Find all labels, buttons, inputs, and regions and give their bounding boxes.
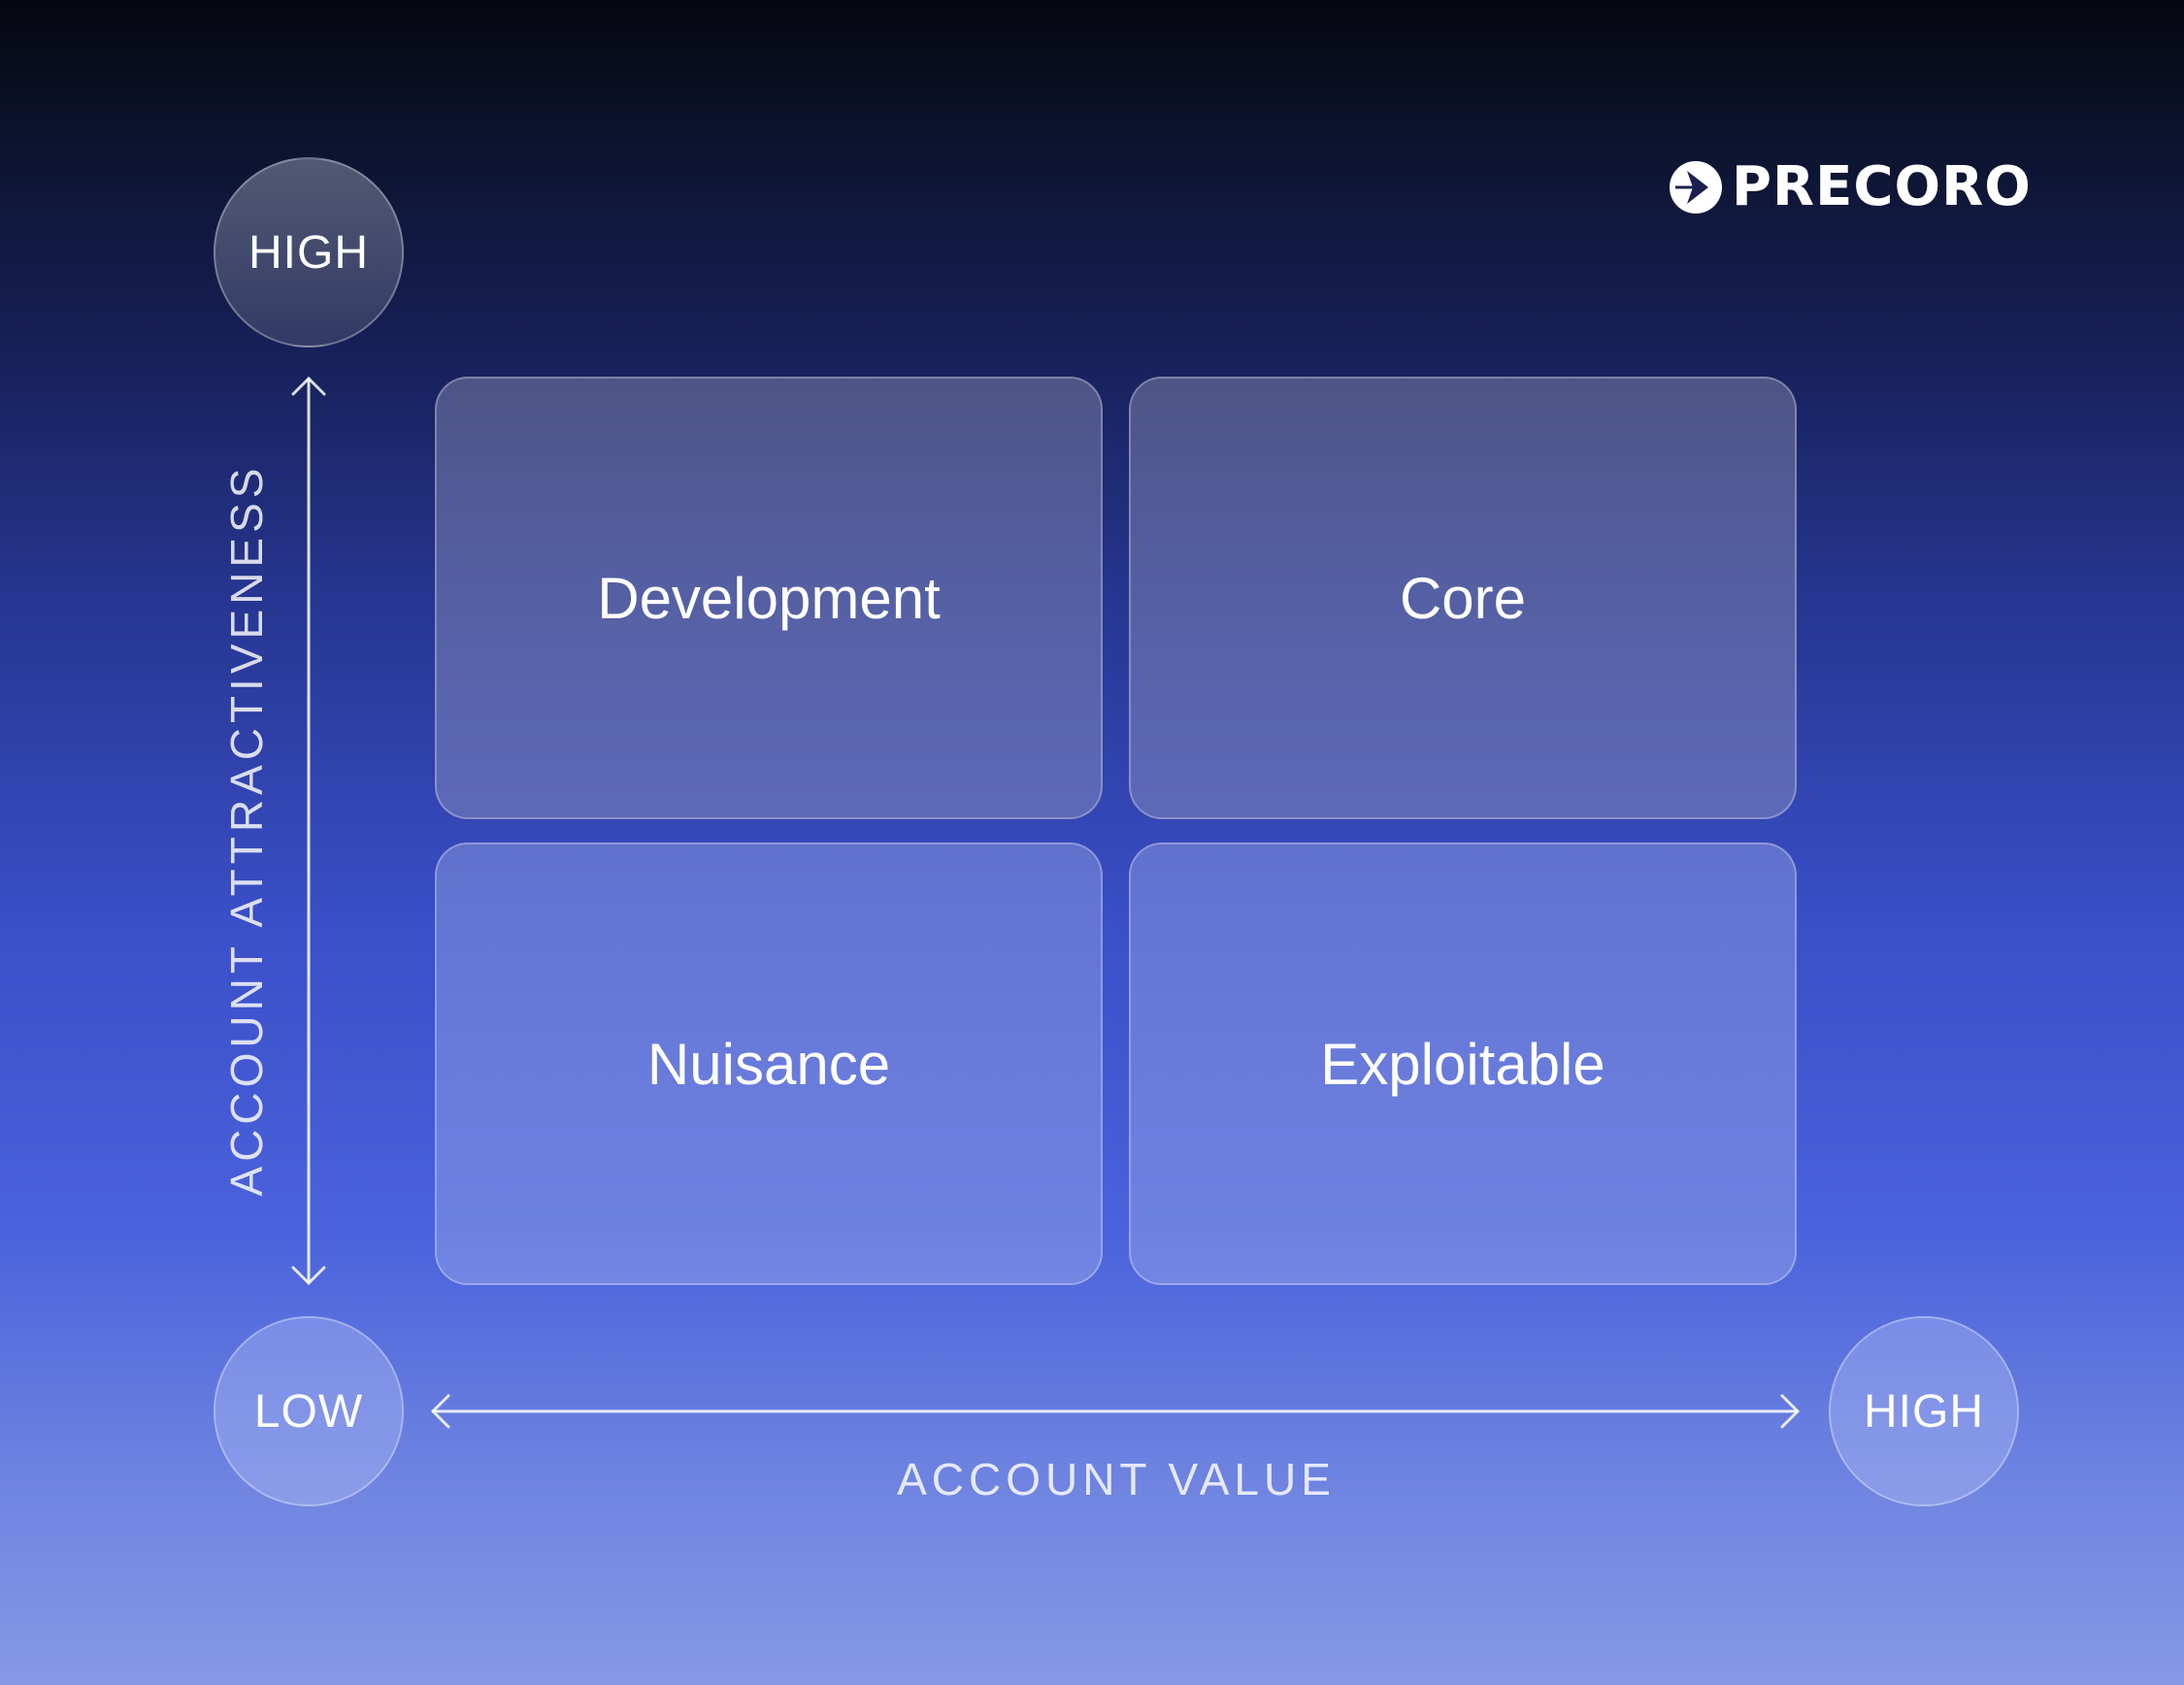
y-axis-arrow (291, 377, 326, 1285)
brand-logo: PRECORO (1668, 155, 2032, 219)
origin-low-badge: LOW (214, 1316, 404, 1506)
quadrant-core: Core (1129, 377, 1797, 819)
y-axis-high-badge: HIGH (214, 157, 404, 347)
y-axis-label: ACCOUNT ATTRACTIVENESS (221, 463, 272, 1197)
x-axis-high-badge: HIGH (1829, 1316, 2019, 1506)
x-axis-arrow (431, 1394, 1800, 1429)
precoro-logo-icon (1670, 161, 1722, 214)
quadrant-development: Development (435, 377, 1103, 819)
quadrant-nuisance: Nuisance (435, 842, 1103, 1285)
brand-name: PRECORO (1732, 155, 2032, 218)
x-axis-label: ACCOUNT VALUE (897, 1454, 1336, 1504)
quadrant-exploitable: Exploitable (1129, 842, 1797, 1285)
